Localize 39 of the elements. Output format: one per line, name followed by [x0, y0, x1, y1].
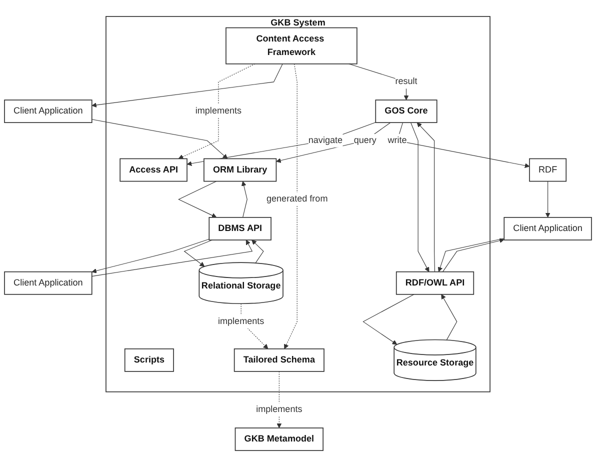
arrow: [410, 122, 430, 272]
arrow: [416, 122, 436, 272]
node-box: Tailored Schema: [234, 348, 324, 372]
node-box: Client Application: [504, 217, 592, 240]
arrow: [396, 122, 530, 168]
arrow: [92, 240, 253, 277]
edge-label: query: [354, 136, 376, 146]
arrow: [276, 122, 391, 163]
arrow: [252, 240, 264, 264]
node-box: Content Access Framework: [226, 27, 358, 64]
node-box: DBMS API: [208, 217, 272, 240]
arrow: [92, 238, 210, 274]
arrow: [178, 181, 217, 218]
node-box: RDF/OWL API: [396, 271, 474, 295]
node-box: Client Application: [4, 271, 92, 295]
edge-label: navigate: [308, 136, 343, 146]
arrow: [241, 181, 248, 218]
node-box: RDF: [529, 158, 567, 182]
node-box: GOS Core: [375, 100, 438, 123]
arrow: [184, 240, 212, 267]
arrow: [92, 119, 228, 159]
edge-label: result: [395, 76, 418, 86]
arrow: [441, 294, 458, 340]
edge-label: implements: [256, 404, 302, 414]
node-box: ORM Library: [204, 158, 277, 182]
edge-label: generated from: [266, 194, 328, 204]
node-box: Scripts: [124, 348, 174, 372]
arrow: [186, 122, 376, 166]
edge-label: write: [388, 136, 407, 146]
arrow: [92, 64, 283, 108]
edge-label: implements: [218, 316, 264, 326]
node-box: GKB Metamodel: [234, 428, 324, 451]
arrow: [362, 294, 414, 345]
node-box: Access API: [120, 158, 188, 182]
arrow: [284, 64, 298, 350]
edge-label: implements: [195, 106, 242, 116]
node-box: Client Application: [4, 100, 92, 123]
arrow: [178, 64, 256, 160]
arrow: [545, 181, 550, 218]
